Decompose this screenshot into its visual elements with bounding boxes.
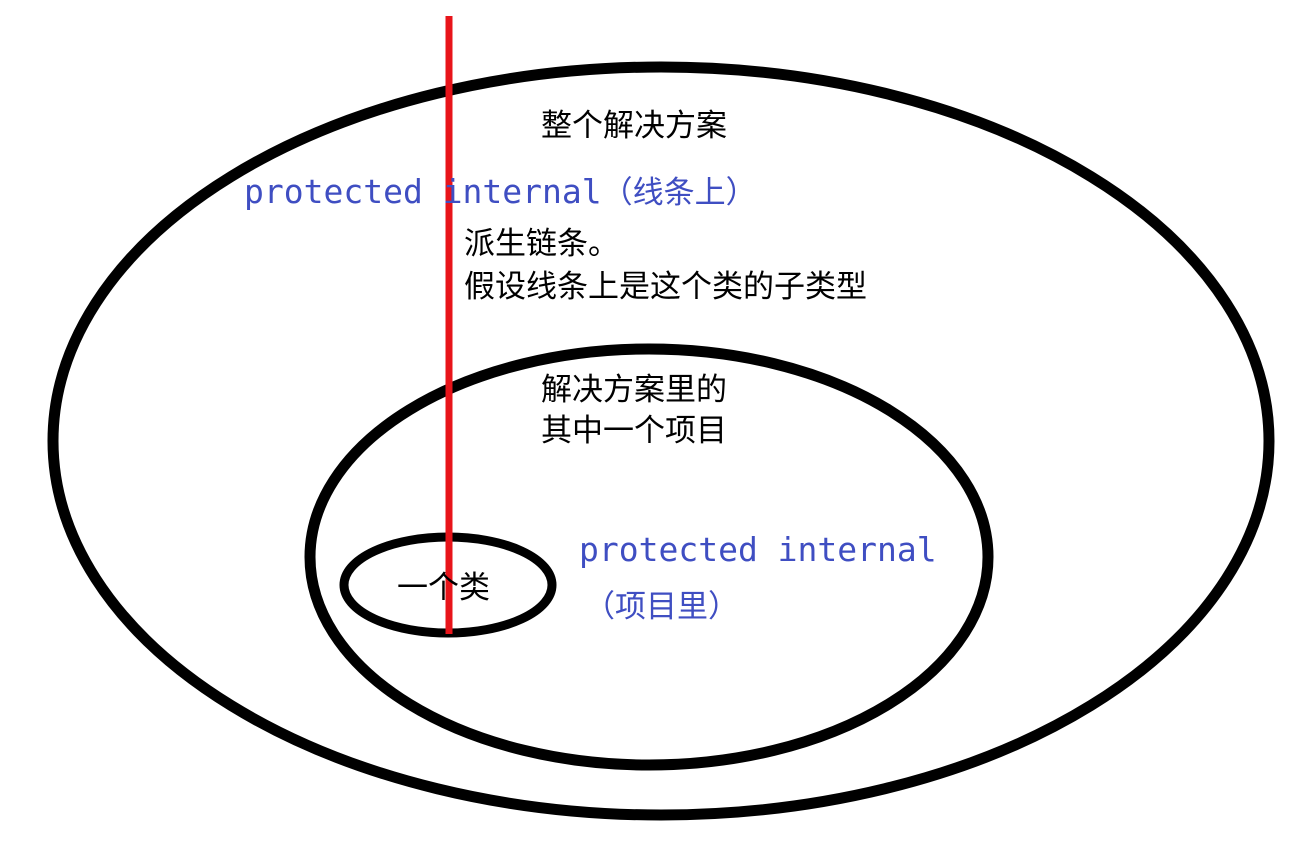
project-ellipse xyxy=(304,343,994,771)
on-chain-qualifier: （线条上） xyxy=(601,175,757,211)
project-label: 解决方案里的 其中一个项目 xyxy=(541,372,727,450)
solution-ellipse xyxy=(47,61,1275,821)
derivation-note-line1: 派生链条。 xyxy=(464,226,619,262)
project-label-line2: 其中一个项目 xyxy=(541,413,727,450)
in-project-qualifier: （项目里） xyxy=(584,589,739,625)
protected-internal-on-chain-label: protected internal（线条上） xyxy=(244,172,757,212)
project-label-line1: 解决方案里的 xyxy=(541,372,727,408)
protected-internal-in-project-keyword: protected internal xyxy=(579,530,937,569)
solution-label: 整个解决方案 xyxy=(541,108,727,144)
derivation-note: 派生链条。 假设线条上是这个类的子类型 xyxy=(464,226,867,306)
protected-internal-keyword: protected internal xyxy=(244,172,602,211)
class-label: 一个类 xyxy=(397,570,490,606)
derivation-note-line2: 假设线条上是这个类的子类型 xyxy=(464,269,867,306)
